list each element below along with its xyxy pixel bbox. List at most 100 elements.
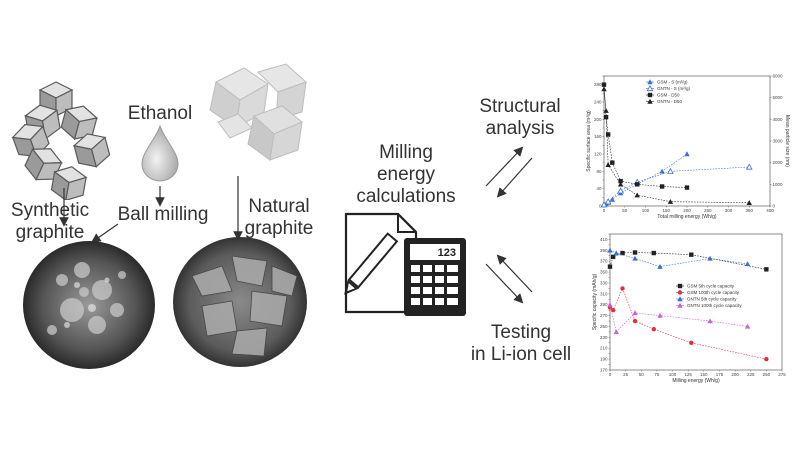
data-point: [607, 302, 613, 307]
x-axis-label: Total milling energy (Wh/g): [657, 214, 717, 220]
y2-axis-label: Mean particle size (nm): [784, 115, 790, 167]
y-tick-label: 230: [600, 335, 608, 340]
y-tick-label: 280: [594, 82, 602, 87]
arrow-from-structural: [496, 157, 533, 198]
data-point: [610, 160, 615, 165]
calculator-display: 123: [438, 247, 456, 259]
data-point: [659, 184, 665, 189]
y-tick-label: 120: [594, 152, 602, 157]
ethanol-drop-icon: [141, 124, 179, 182]
data-point: [635, 182, 640, 187]
legend-marker: [647, 79, 653, 85]
legend-entry: GNTN 100th cycle capacity: [687, 303, 742, 308]
y-tick-label: 160: [594, 134, 602, 139]
legend-marker: [677, 296, 683, 302]
plot-frame: [609, 233, 783, 371]
data-point: [601, 86, 607, 92]
data-point: [634, 192, 640, 198]
data-point: [651, 327, 656, 332]
data-point: [632, 255, 638, 261]
arrow-ballmill-left: [91, 223, 119, 243]
y2-tick-label: 6000: [773, 74, 784, 79]
x-tick-label: 50: [639, 372, 645, 377]
structural-analysis-label: Structural analysis: [479, 96, 561, 139]
data-point: [746, 200, 752, 205]
data-point: [601, 82, 607, 87]
data-point: [744, 261, 751, 267]
y-tick-label: 0: [599, 204, 602, 209]
data-point: [613, 329, 619, 335]
x-tick-label: 150: [662, 208, 670, 213]
sem-image-synthetic: [23, 241, 155, 369]
natural-graphite-label: Natural graphite: [244, 196, 314, 239]
data-point: [764, 356, 769, 362]
arrow-from-testing: [496, 254, 533, 293]
x-tick-label: 250: [763, 372, 771, 377]
y2-tick-label: 3000: [773, 139, 784, 144]
y-tick-label: 390: [600, 248, 608, 253]
y-axis-label: Specific capacity (mAh/g): [592, 273, 598, 330]
y-tick-label: 270: [600, 313, 608, 318]
x-tick-label: 350: [745, 208, 753, 213]
data-point: [689, 252, 694, 257]
data-point: [620, 286, 625, 291]
y-tick-label: 40: [596, 186, 602, 191]
x-tick-label: 225: [747, 372, 755, 377]
data-point: [657, 312, 663, 318]
cube-cluster: [11, 81, 111, 200]
y-tick-label: 190: [600, 357, 608, 362]
legend-entry: GNTN 5th cycle capacity: [687, 297, 737, 302]
legend-entry: GNTN - S (m²/g): [657, 86, 690, 91]
y-tick-label: 330: [600, 280, 608, 285]
data-point: [610, 307, 616, 313]
data-point: [764, 267, 769, 272]
x-tick-label: 25: [623, 372, 629, 377]
y2-tick-label: 4000: [773, 117, 784, 122]
legend-marker: [646, 84, 654, 92]
data-point: [659, 168, 665, 174]
y2-tick-label: 0: [773, 204, 776, 209]
data-point: [667, 167, 674, 174]
legend-entry: GSM 5th cycle capacity: [687, 284, 735, 289]
arrow-to-testing: [485, 263, 524, 304]
data-point: [632, 310, 638, 316]
data-point: [744, 323, 751, 329]
y-tick-label: 240: [594, 100, 602, 105]
left-flow-arrows: [59, 176, 243, 243]
x-tick-label: 200: [683, 208, 691, 213]
x-tick-label: 0: [609, 372, 612, 377]
data-point: [745, 163, 753, 170]
series-line: [603, 88, 750, 204]
data-point: [605, 162, 611, 168]
data-point: [657, 263, 663, 269]
series-line: [609, 304, 748, 333]
y-tick-label: 310: [600, 291, 608, 296]
sem-image-natural: [173, 237, 307, 367]
data-point: [600, 201, 608, 208]
y-tick-label: 80: [596, 169, 602, 174]
data-point: [617, 187, 624, 194]
data-point: [684, 185, 690, 190]
x-tick-label: 100: [669, 372, 677, 377]
right-flow-arrows: [485, 146, 533, 304]
x-tick-label: 150: [700, 372, 708, 377]
y-tick-label: 200: [594, 117, 602, 122]
x-tick-label: 200: [731, 372, 739, 377]
series-line: [603, 166, 750, 205]
series-line: [609, 252, 767, 270]
x-tick-label: 250: [704, 208, 712, 213]
data-point: [632, 318, 638, 324]
testing-label: Testing in Li-ion cell: [470, 322, 572, 365]
data-point: [632, 250, 638, 255]
data-point: [689, 340, 694, 345]
legend-entry: GNTN - D50: [657, 99, 683, 104]
legend-marker: [677, 290, 683, 295]
data-point: [617, 181, 624, 187]
data-point: [603, 107, 609, 113]
x-tick-label: 175: [716, 372, 724, 377]
x-tick-label: 100: [642, 208, 650, 213]
legend-marker: [677, 302, 683, 308]
data-point: [707, 255, 713, 261]
y-tick-label: 350: [600, 270, 608, 275]
